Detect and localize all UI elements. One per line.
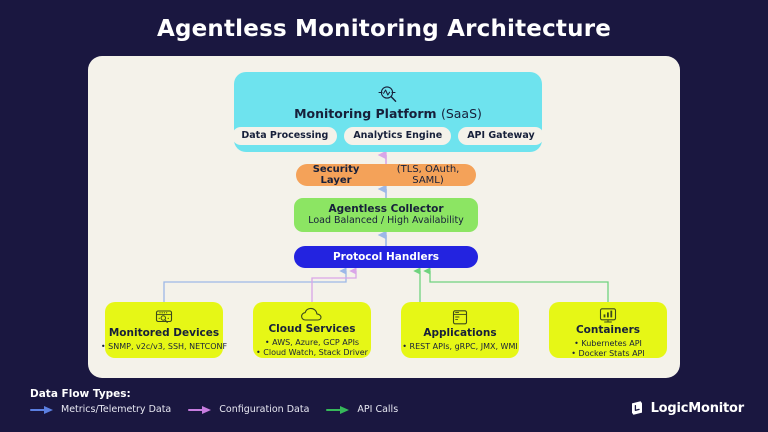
node-applications[interactable]: Applications • REST APIs, gRPC, JMX, WMI [401,302,519,358]
legend-item-configuration: Configuration Data [188,404,309,415]
pill-api-gateway[interactable]: API Gateway [458,126,544,146]
container-monitor-chart-icon [598,307,618,324]
server-device-icon [154,307,174,327]
magnifier-pulse-icon [377,83,399,105]
diagram-canvas: Monitoring Platform (SaaS) Data Processi… [88,56,680,378]
source-line: • AWS, Azure, GCP APIs [264,337,360,347]
source-line: • REST APIs, gRPC, JMX, WMI [402,341,518,351]
legend: Data Flow Types: Metrics/Telemetry Data … [30,388,398,415]
legend-item-metrics: Metrics/Telemetry Data [30,404,171,415]
node-agentless-collector[interactable]: Agentless Collector Load Balanced / High… [294,198,478,232]
source-line: • SNMP, v2c/v3, SSH, NETCONF [100,341,228,351]
platform-title-thin: (SaaS) [440,105,482,121]
source-line: • Cloud Watch, Stack Driver [256,348,368,358]
legend-items: Metrics/Telemetry Data Configuration Dat… [30,404,398,415]
security-title-thin: (TLS, OAuth, SAML) [396,164,460,186]
source-title: Containers [575,324,641,336]
collector-subtitle: Load Balanced / High Availability [308,215,464,227]
pill-data-processing[interactable]: Data Processing [232,126,338,146]
node-protocol-handlers[interactable]: Protocol Handlers [294,246,478,268]
brand: LogicMonitor [629,400,744,416]
page-title: Agentless Monitoring Architecture [156,16,612,42]
legend-label: Configuration Data [219,404,310,415]
node-security-layer[interactable]: Security Layer (TLS, OAuth, SAML) [296,164,476,186]
flow-containers-to-protocol [423,267,609,302]
arrow-green-icon [326,405,350,414]
legend-item-api-calls: API Calls [326,404,398,415]
security-title-bold: Security Layer [312,164,360,186]
flow-cloud-to-protocol [311,267,357,302]
platform-pill-row: Data Processing Analytics Engine API Gat… [232,126,544,146]
source-title: Monitored Devices [108,327,220,339]
node-monitoring-platform[interactable]: Monitoring Platform (SaaS) Data Processi… [232,72,544,152]
brand-name: LogicMonitor [650,400,745,416]
platform-title-bold: Monitoring Platform [294,105,437,121]
legend-label: API Calls [357,404,399,415]
application-window-icon [451,307,469,327]
logicmonitor-logo-icon [631,401,642,415]
cloud-icon [300,307,324,323]
legend-label: Metrics/Telemetry Data [61,404,172,415]
source-line: • Kubernetes API [574,338,642,348]
pill-analytics-engine[interactable]: Analytics Engine [344,126,452,146]
source-line: • Docker Stats API [571,349,645,359]
source-title: Applications [423,327,497,339]
node-containers[interactable]: Containers • Kubernetes API • Docker Sta… [549,302,667,358]
flow-devices-to-protocol [163,267,347,302]
arrow-pink-icon [188,405,212,414]
node-cloud-services[interactable]: Cloud Services • AWS, Azure, GCP APIs • … [253,302,371,358]
protocol-title: Protocol Handlers [332,251,440,263]
legend-title: Data Flow Types: [30,388,131,400]
collector-title: Agentless Collector [328,202,444,215]
node-monitored-devices[interactable]: Monitored Devices • SNMP, v2c/v3, SSH, N… [101,302,227,358]
platform-title: Monitoring Platform (SaaS) [294,106,482,121]
arrow-blue-icon [30,405,53,414]
source-title: Cloud Services [268,323,356,335]
